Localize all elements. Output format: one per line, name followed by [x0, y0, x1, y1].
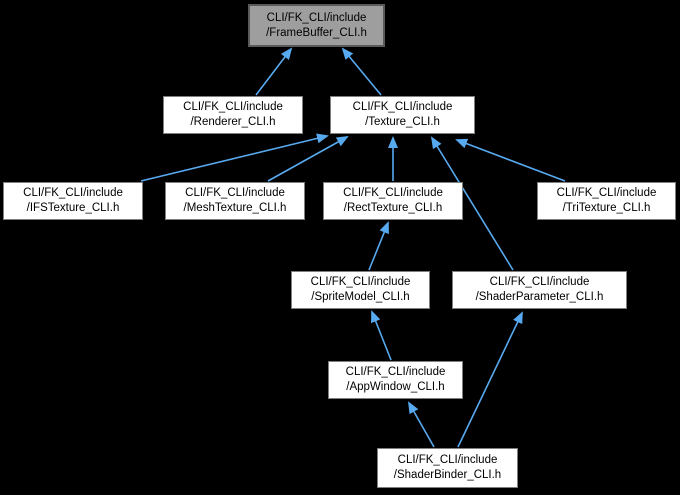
node-spritemodel-line2: /SpriteModel_CLI.h — [311, 291, 410, 303]
node-tritexture-line1: CLI/FK_CLI/include — [556, 187, 657, 199]
node-shaderparameter-line2: /ShaderParameter_CLI.h — [475, 291, 604, 303]
node-texture[interactable]: CLI/FK_CLI/include /Texture_CLI.h — [330, 96, 475, 134]
node-tritexture-line2: /TriTexture_CLI.h — [562, 202, 651, 214]
node-framebuffer-line1: CLI/FK_CLI/include — [266, 11, 367, 24]
node-renderer-line2: /Renderer_CLI.h — [190, 116, 276, 128]
node-appwindow-line2: /AppWindow_CLI.h — [346, 381, 445, 393]
edge-ifstexture-texture — [140, 133, 329, 182]
node-texture-line2: /Texture_CLI.h — [365, 116, 440, 128]
edge-renderer-framebuffer — [255, 47, 293, 96]
node-shaderbinder[interactable]: CLI/FK_CLI/include /ShaderBinder_CLI.h — [377, 448, 518, 488]
node-renderer-line1: CLI/FK_CLI/include — [183, 101, 283, 113]
edge-texture-framebuffer — [341, 47, 382, 96]
node-appwindow[interactable]: CLI/FK_CLI/include /AppWindow_CLI.h — [328, 361, 463, 399]
edge-meshtexture-texture — [267, 136, 349, 182]
node-framebuffer: CLI/FK_CLI/include /FrameBuffer_CLI.h — [248, 4, 385, 47]
edge-spritemodel-recttexture — [368, 221, 389, 271]
node-shaderparameter-line1: CLI/FK_CLI/include — [489, 276, 590, 288]
node-ifstexture-line1: CLI/FK_CLI/include — [23, 187, 123, 199]
node-appwindow-line1: CLI/FK_CLI/include — [345, 366, 446, 378]
node-recttexture-line2: /RectTexture_CLI.h — [343, 202, 443, 214]
node-spritemodel[interactable]: CLI/FK_CLI/include /SpriteModel_CLI.h — [291, 271, 430, 309]
node-ifstexture[interactable]: CLI/FK_CLI/include /IFSTexture_CLI.h — [3, 182, 143, 220]
node-renderer[interactable]: CLI/FK_CLI/include /Renderer_CLI.h — [163, 96, 303, 134]
node-recttexture[interactable]: CLI/FK_CLI/include /RectTexture_CLI.h — [323, 182, 463, 220]
edge-appwindow-spritemodel — [371, 310, 392, 361]
edge-shaderbinder-appwindow — [408, 401, 435, 448]
node-spritemodel-line1: CLI/FK_CLI/include — [310, 276, 411, 288]
node-meshtexture-line2: /MeshTexture_CLI.h — [183, 202, 287, 214]
edge-tritexture-texture — [455, 138, 566, 182]
node-recttexture-line1: CLI/FK_CLI/include — [343, 187, 443, 199]
node-framebuffer-line2: /FrameBuffer_CLI.h — [266, 26, 367, 39]
node-ifstexture-line2: /IFSTexture_CLI.h — [26, 202, 120, 214]
node-shaderbinder-line1: CLI/FK_CLI/include — [397, 454, 498, 466]
edge-shaderparameter-texture — [430, 136, 514, 271]
node-shaderbinder-line2: /ShaderBinder_CLI.h — [393, 469, 502, 481]
edge-shaderbinder-shaderparameter — [457, 311, 523, 448]
node-shaderparameter[interactable]: CLI/FK_CLI/include /ShaderParameter_CLI.… — [452, 271, 627, 309]
node-tritexture[interactable]: CLI/FK_CLI/include /TriTexture_CLI.h — [537, 182, 676, 220]
node-meshtexture[interactable]: CLI/FK_CLI/include /MeshTexture_CLI.h — [165, 182, 305, 220]
node-texture-line1: CLI/FK_CLI/include — [352, 101, 453, 113]
node-meshtexture-line1: CLI/FK_CLI/include — [185, 187, 285, 199]
